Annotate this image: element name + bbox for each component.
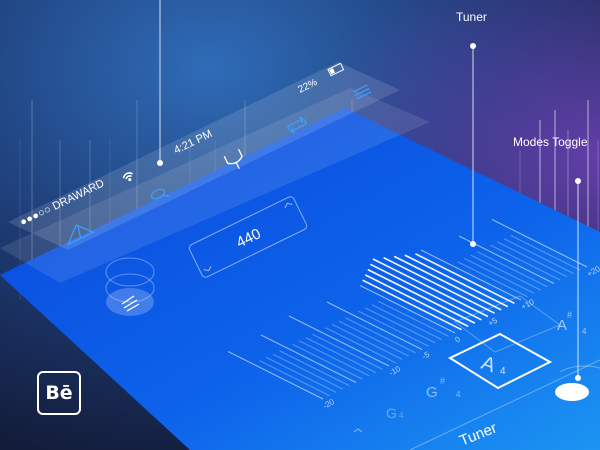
tuner-tick: [510, 234, 581, 271]
behance-logo: Bē: [37, 371, 81, 415]
tuner-tick: [305, 337, 377, 374]
chevron-left-icon[interactable]: [353, 428, 363, 433]
tuner-tick: [298, 340, 370, 377]
tuner-tick: [259, 360, 330, 397]
scale-label: -5: [421, 350, 432, 362]
note-prev2: G: [386, 405, 397, 421]
tuner-tick: [364, 274, 469, 328]
tuner-tick: [420, 249, 522, 301]
scale-label: 0: [454, 334, 463, 344]
mode-menu-button[interactable]: [106, 288, 154, 316]
tuner-tick: [279, 350, 350, 387]
tuner-tick: [463, 257, 535, 294]
tuner-tick: [260, 334, 357, 383]
note-next-octave: 4: [582, 327, 587, 336]
microphone-icon[interactable]: [150, 186, 170, 203]
menu-icon[interactable]: [352, 84, 372, 100]
tuner-tick: [359, 285, 456, 334]
tuner-tick: [272, 353, 344, 390]
mode-menu-icon: [121, 295, 140, 312]
tuner-tick: [364, 307, 436, 344]
mode-bar-divider: [409, 359, 600, 450]
callout-dot: [157, 160, 163, 166]
wifi-icon: [122, 172, 133, 182]
tuner-tick: [362, 279, 462, 331]
tuner-tick: [503, 238, 575, 275]
tuner-tick: [470, 254, 542, 291]
tuner-tick: [415, 253, 515, 305]
tuner-tick: [345, 317, 416, 354]
tuner-tick: [457, 261, 528, 298]
tuner-tick: [312, 333, 383, 370]
note-prev: G: [426, 384, 438, 401]
tuner-tick: [292, 343, 363, 380]
tuner-callout-label: Tuner: [456, 10, 487, 24]
tuner-tick: [491, 219, 588, 268]
mode-layer-circle[interactable]: [105, 273, 155, 303]
tuner-tick: [490, 244, 561, 281]
callout-dot: [575, 178, 581, 184]
tuner-tick: [371, 304, 443, 341]
note-next-sharp: #: [567, 310, 572, 320]
tuner-tick: [404, 254, 509, 308]
tuner-tick: [393, 255, 502, 311]
metronome-icon[interactable]: [62, 220, 95, 246]
tuner-tick: [325, 327, 396, 364]
tuner-tick: [288, 315, 390, 367]
tuner-tick: [496, 241, 568, 278]
repeat-icon[interactable]: [286, 116, 308, 135]
tuner-tick: [383, 256, 495, 314]
tuner-tick: [326, 301, 423, 350]
note-prev-octave: 4: [456, 390, 461, 399]
status-bar-layer: [8, 62, 400, 250]
tuning-fork-icon[interactable]: [223, 148, 246, 172]
tuner-scale: [227, 219, 588, 400]
callout-dot: [575, 375, 581, 381]
app-screen-layer: [0, 108, 600, 450]
callout-dot: [470, 43, 476, 49]
frequency-up-chevron-icon[interactable]: [284, 202, 293, 209]
note-current-octave: 4: [500, 366, 506, 377]
current-note-box: [447, 332, 553, 390]
tuner-tick: [378, 300, 449, 337]
frequency-down-chevron-icon[interactable]: [203, 265, 213, 272]
battery-icon: [327, 62, 345, 77]
tuner-tick: [227, 351, 324, 400]
tuner-tick: [477, 251, 548, 288]
tuner-tick: [370, 263, 482, 321]
note-next: A: [557, 317, 567, 334]
tuner-tick: [265, 356, 337, 393]
toolbar-layer: [0, 88, 430, 283]
tuner-tick: [372, 258, 489, 318]
mode-layer-circle[interactable]: [105, 257, 155, 287]
tuner-tick: [358, 310, 429, 347]
note-prev-sharp: #: [440, 376, 445, 386]
tuner-tick: [338, 320, 410, 357]
modes-toggle[interactable]: [555, 383, 589, 401]
modes-toggle-callout-label: Modes Toggle: [513, 135, 588, 149]
callout-dot: [470, 241, 476, 247]
tuner-tick: [331, 323, 403, 360]
note-prev2-octave: 4: [399, 411, 404, 420]
tuner-tick: [367, 268, 476, 324]
